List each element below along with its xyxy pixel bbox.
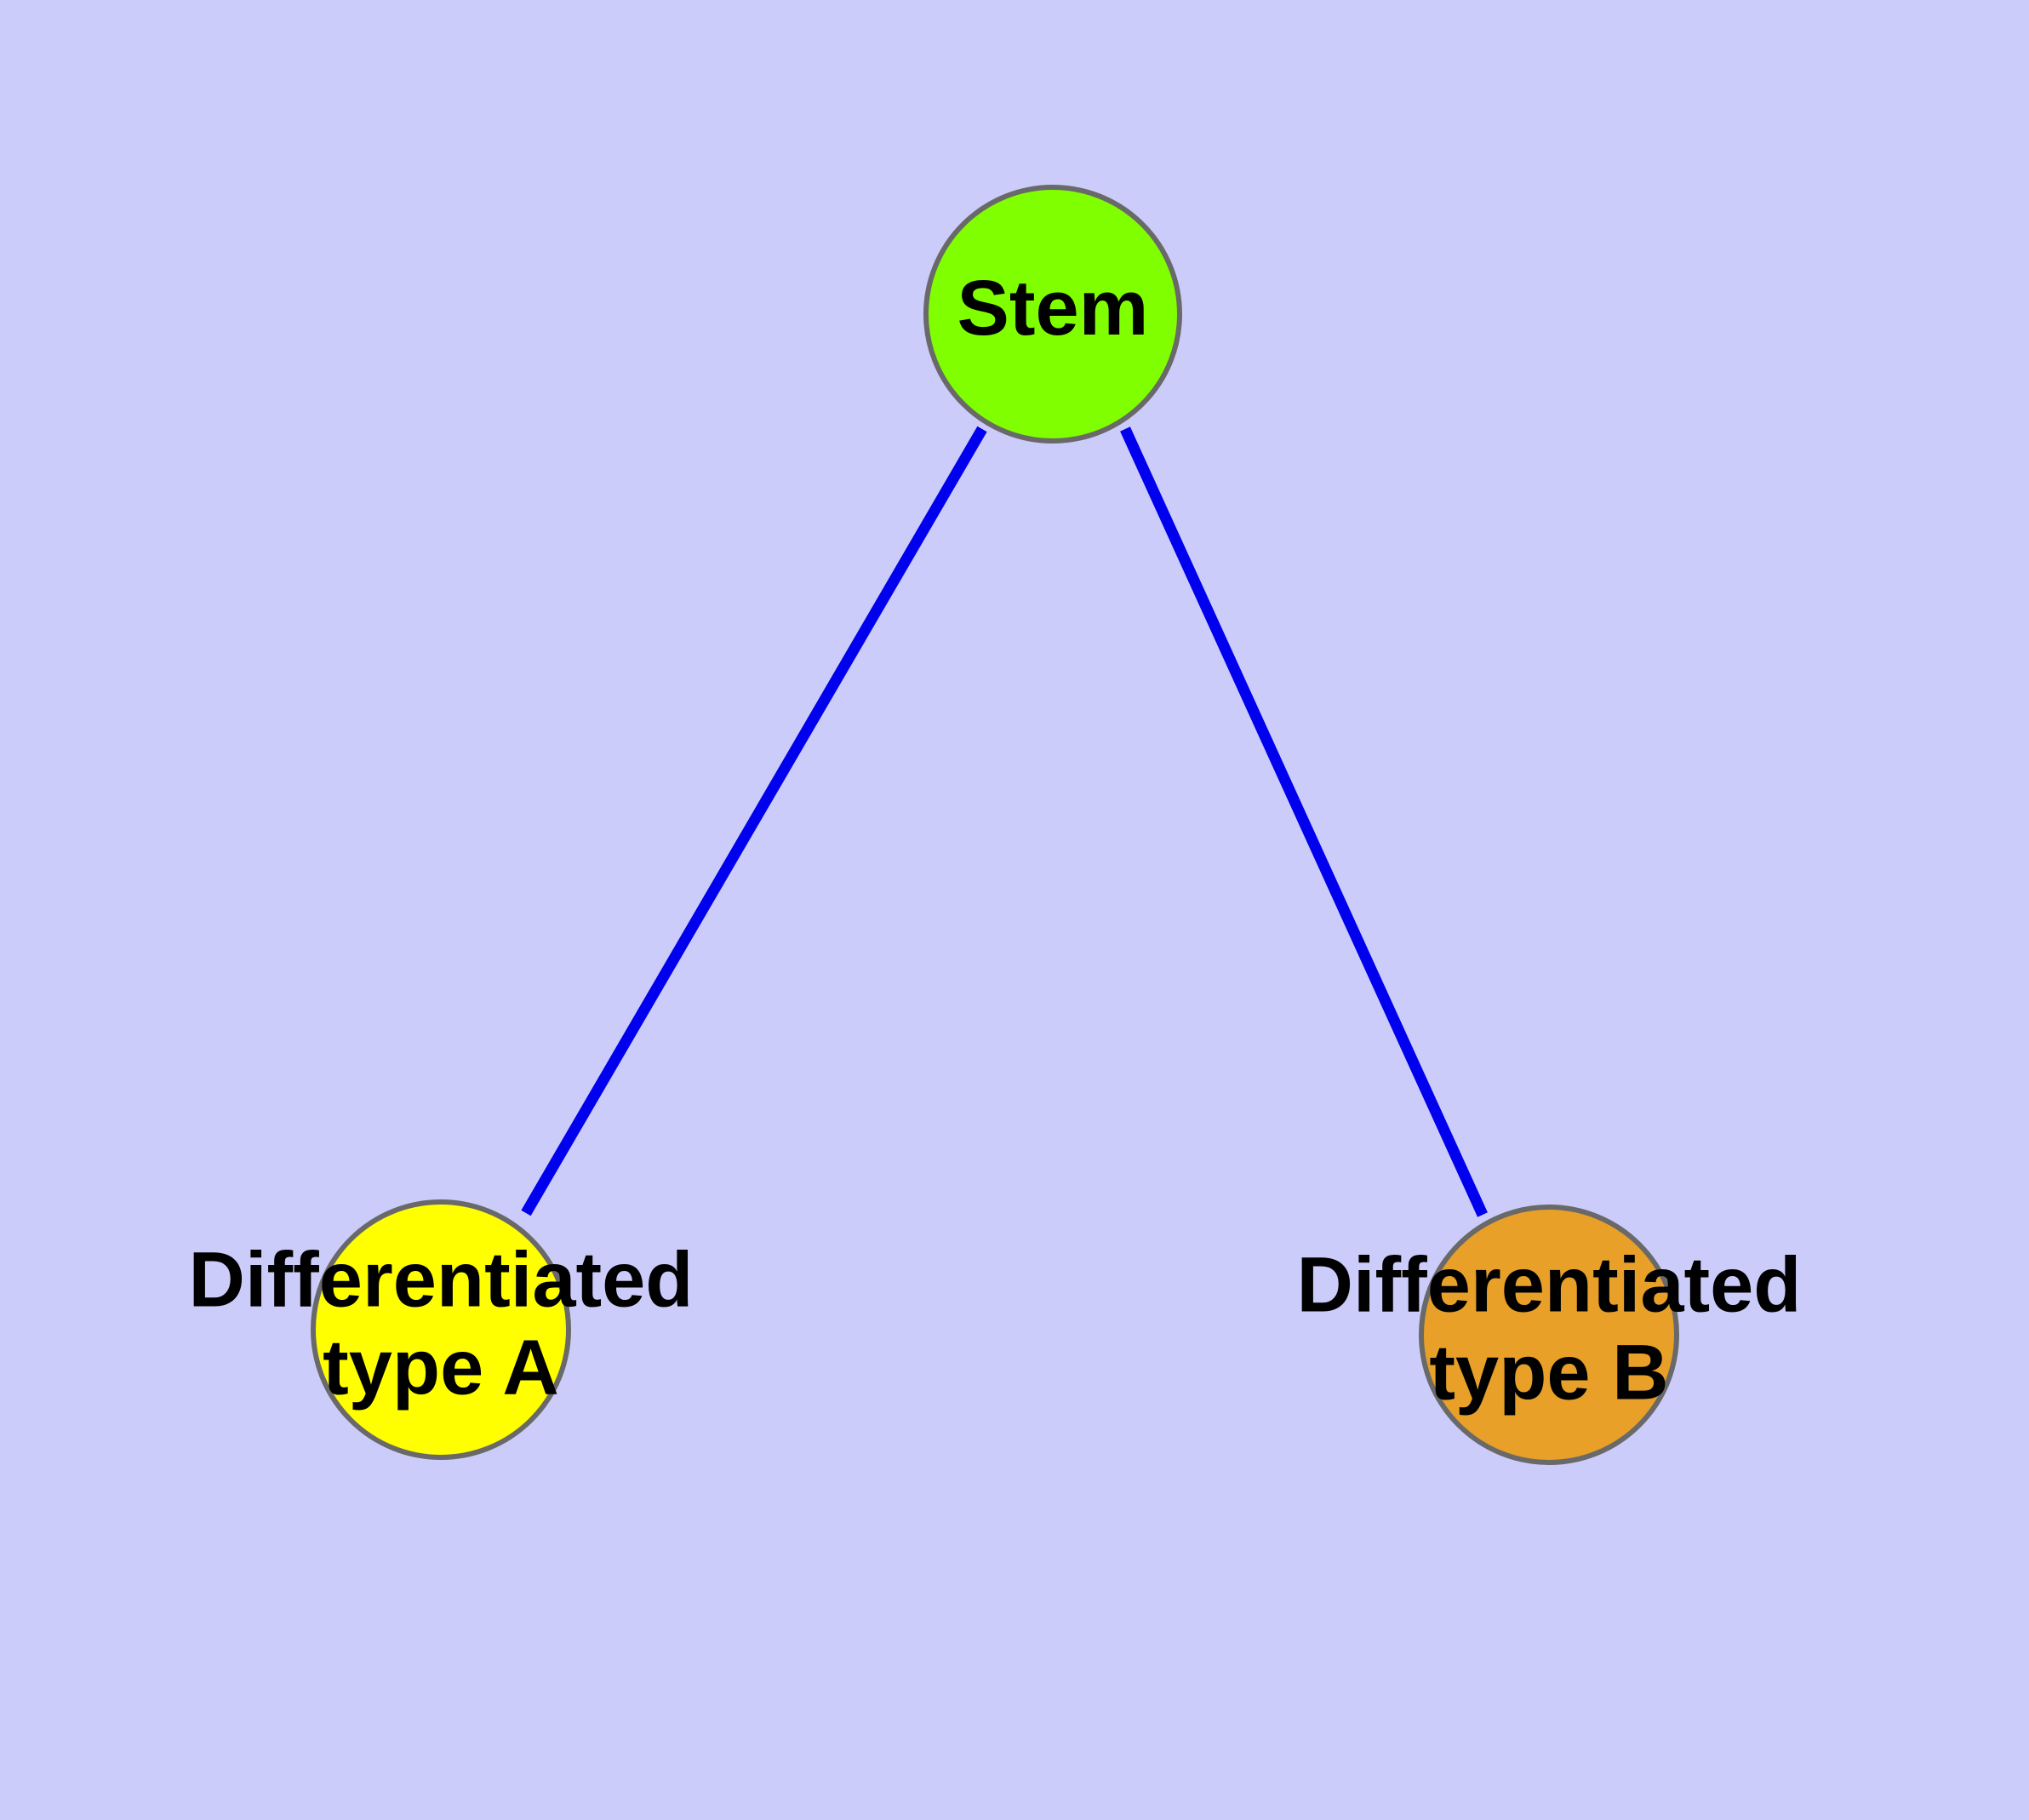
- node-label-line: Differentiated: [189, 1237, 694, 1324]
- node-diff-a[interactable]: [311, 1199, 571, 1460]
- edge-stem-to-b[interactable]: [1120, 426, 1488, 1217]
- node-label-line: type B: [1429, 1330, 1668, 1417]
- node-diff-b[interactable]: [1419, 1205, 1679, 1465]
- edges-group: [521, 426, 1488, 1217]
- node-stem[interactable]: [923, 185, 1182, 444]
- edge-stem-to-a[interactable]: [521, 426, 987, 1216]
- node-label-line: Differentiated: [1297, 1242, 1802, 1329]
- node-label-line: Stem: [957, 265, 1149, 352]
- nodes-group: [311, 185, 1679, 1465]
- node-label-line: type A: [323, 1325, 559, 1411]
- node-label-stem: Stem: [957, 265, 1149, 352]
